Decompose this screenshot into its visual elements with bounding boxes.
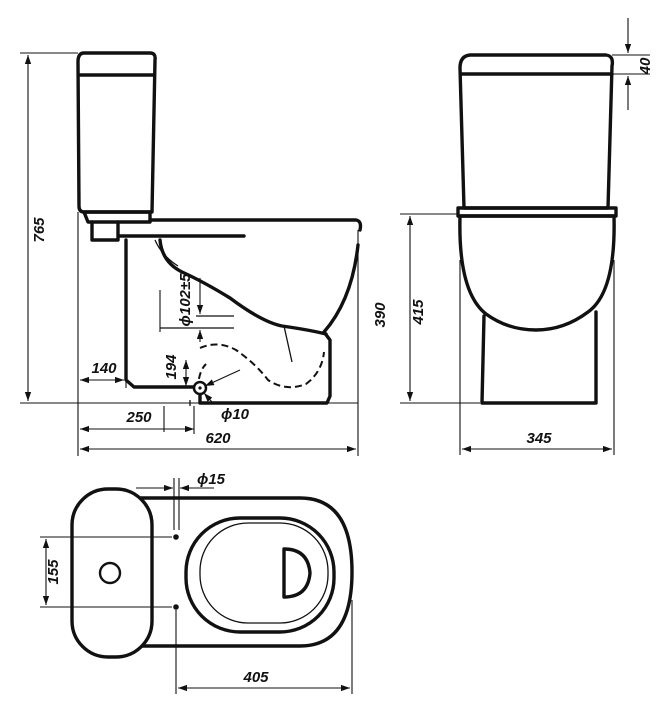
dim-rear-to-outlet-label: 250 [125,409,152,426]
flush-button-top [98,561,122,585]
cistern-front [458,53,615,210]
top-view: ϕ15 155 405 [40,471,354,694]
dim-rear-to-fixing-label: 140 [91,360,117,377]
dim-outlet-diameter-label: ϕ102±5 [177,273,194,327]
trapway-hidden-line [199,343,325,389]
seat-lid-side [148,218,363,232]
fixing-point-top [173,534,179,540]
rim-inner-line [154,239,179,267]
seat-ring-top [184,516,336,634]
dim-fixing-to-front-label: 405 [242,669,269,686]
dim-fixing-spacing-label: 155 [45,559,62,585]
bowl-front [458,214,616,332]
dim-bowl-height-side-label: 390 [372,302,389,328]
dim-outlet-height-label: 194 [163,354,180,380]
dim-overall-depth-label: 620 [205,430,231,447]
cistern-side [76,51,157,214]
bowl-body-side [124,238,360,405]
pedestal-front [480,310,598,405]
dim-fixing-hole-label: ϕ10 [221,406,250,423]
cistern-base [82,210,152,224]
fixing-point-bottom [173,604,179,610]
bowl-top-outline [130,496,354,648]
side-view: 765 140 194 ϕ102±5 ϕ10 250 620 390 [20,51,389,456]
bowl-opening-top [199,522,329,624]
trap-line [283,325,293,363]
front-view: 40 415 345 [400,18,654,455]
dim-overall-width-label: 345 [526,430,552,447]
dim-overall-height-label: 765 [31,217,48,243]
dim-bowl-height-front-label: 415 [410,299,427,326]
seat-front [456,206,618,218]
flush-opening-top [282,547,312,599]
dim-cistern-lid-label: 40 [637,57,654,75]
flush-connector [90,220,120,242]
dim-supply-pipe-label: ϕ15 [197,471,226,488]
bowl-inner-contour [158,238,328,336]
dim-fixing-hole [204,369,241,387]
